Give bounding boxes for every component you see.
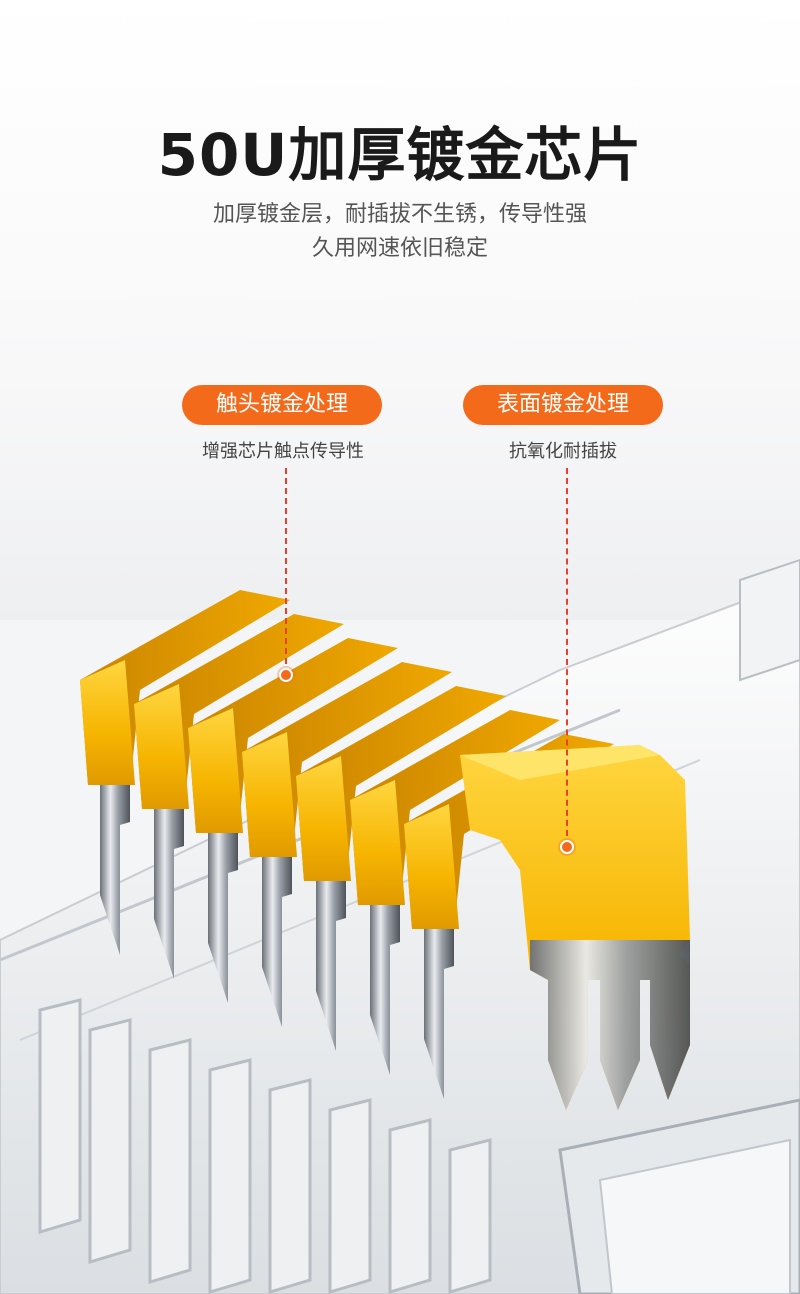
contact-blade-front (460, 745, 690, 1110)
gold-surface-badge: 表面镀金处理 (463, 385, 663, 425)
gold-contact-tip-badge: 触头镀金处理 (182, 385, 382, 425)
callout-line-left (285, 468, 287, 674)
contact-blades (80, 590, 690, 1110)
contact-blade (296, 686, 506, 1051)
contact-blade (404, 734, 614, 1099)
contact-blade (188, 638, 398, 1003)
contact-blade (134, 614, 344, 979)
callout-dot-right (560, 840, 574, 854)
callout-line-right (566, 468, 568, 846)
contact-blade (80, 590, 290, 955)
gold-contact-tip-caption: 增强芯片触点传导性 (202, 441, 364, 462)
subtitle-line-2: 久用网速依旧稳定 (311, 236, 488, 261)
contact-blade (350, 710, 560, 1075)
subtitle-line-1: 加厚镀金层，耐插拔不生锈，传导性强 (212, 202, 587, 227)
subtitle: 加厚镀金层，耐插拔不生锈，传导性强 久用网速依旧稳定 (150, 198, 650, 266)
background (0, 0, 800, 620)
callout-dot-left (279, 668, 293, 682)
contact-blade (242, 662, 452, 1027)
gold-surface-caption: 抗氧化耐插拔 (509, 441, 617, 462)
page-title: 50U加厚镀金芯片 (157, 121, 643, 189)
rj45-connector-illustration (0, 558, 800, 1294)
